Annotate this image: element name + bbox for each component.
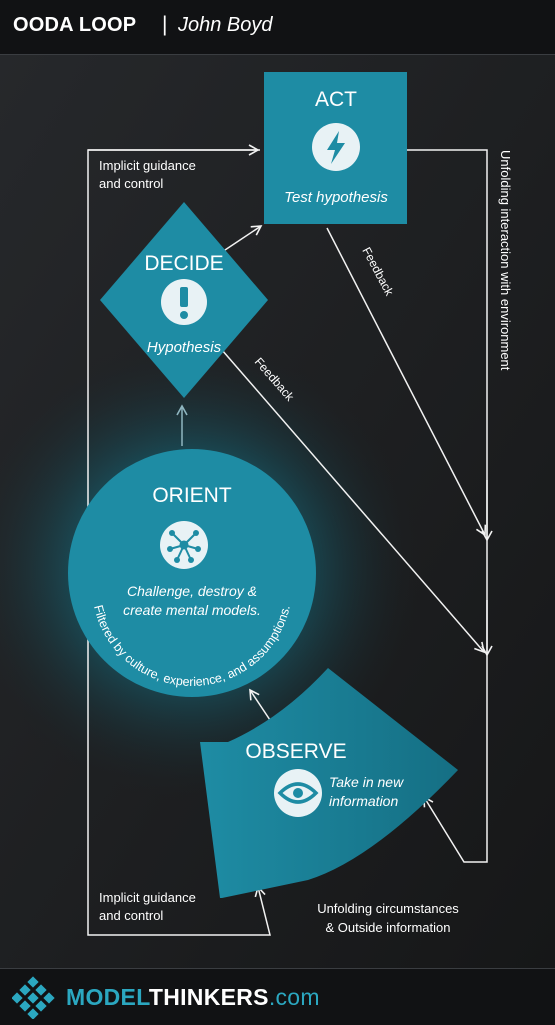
lightning-icon [312,123,360,171]
decide-to-act-arrow [221,225,263,253]
guidance-bottom-label-line2: and control [99,908,163,923]
brand-part-domain: .com [268,984,320,1010]
observe-to-orient-arrow [249,688,271,721]
brand-part-thinkers: THINKERS [148,984,269,1010]
brand-wordmark[interactable]: MODELTHINKERS.com [66,984,320,1011]
decide-label: DECIDE [144,252,223,275]
exclamation-icon [161,279,207,325]
orient-subtitle-line1: Challenge, destroy & [127,583,257,599]
eye-icon [274,769,322,817]
header-bar: OODA LOOP | John Boyd [0,0,555,55]
environment-line [406,149,488,863]
decide-subtitle: Hypothesis [147,339,222,356]
guidance-top-label-line1: Implicit guidance [99,158,196,173]
act-subtitle: Test hypothesis [284,189,388,206]
ooda-diagram: ACT Test hypothesis DECIDE Hypothesis OR… [0,55,555,968]
environment-label: Unfolding interaction with environment [498,150,513,371]
guidance-top-label-line2: and control [99,176,163,191]
circumstances-label-line1: Unfolding circumstances [317,901,459,916]
observe-shape [200,668,458,898]
author-name: John Boyd [178,14,273,36]
brand-part-model: MODEL [66,984,149,1010]
network-icon [160,521,208,569]
modelthinkers-logo-icon [12,976,55,1019]
circumstances-label-line2: & Outside information [325,920,450,935]
observe-label: OBSERVE [245,740,346,763]
observe-subtitle-line1: Take in new [329,774,404,790]
footer-bar: MODELTHINKERS.com [0,968,555,1025]
orient-label: ORIENT [152,484,232,507]
act-label: ACT [315,88,357,111]
orient-circle [68,449,316,697]
page-title: OODA LOOP [13,14,137,36]
guidance-bottom-label-line1: Implicit guidance [99,890,196,905]
feedback-act-line [326,227,487,537]
observe-subtitle-line2: information [329,793,398,809]
feedback-decide-line [221,349,486,654]
orient-subtitle-line2: create mental models. [123,602,261,618]
title-separator: | [162,13,168,36]
